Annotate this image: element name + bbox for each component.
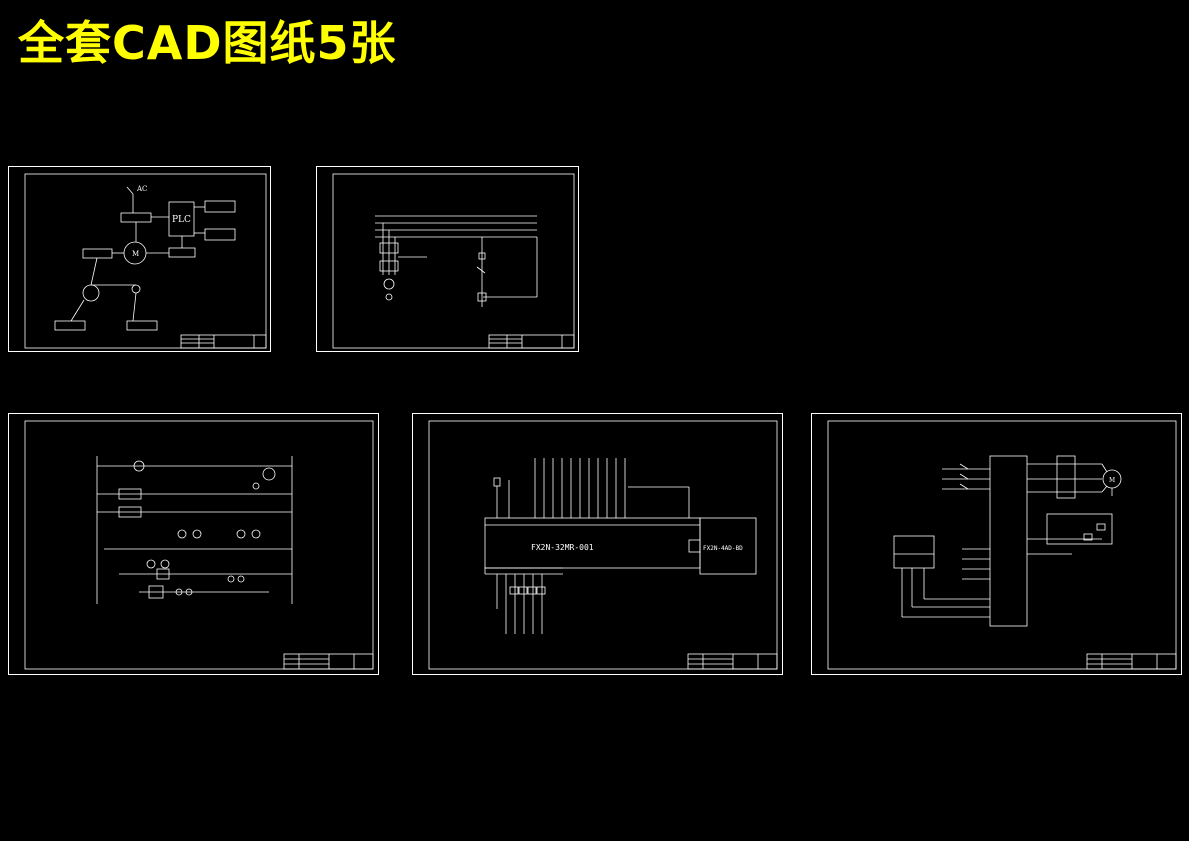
title-block xyxy=(283,653,374,670)
title-block xyxy=(488,334,575,349)
motor-icon xyxy=(383,278,395,290)
title-block xyxy=(1086,653,1177,670)
ac-label: AC xyxy=(136,185,147,193)
motor-label: M xyxy=(1109,477,1115,484)
plc-model-label: FX2N-32MR-001 xyxy=(531,543,594,552)
controller-module xyxy=(893,535,935,569)
inner-frame xyxy=(827,420,1177,670)
sheet-5-drawing: M xyxy=(827,420,1177,670)
sheet-2-drawing xyxy=(332,173,575,349)
sheet-4-drawing: FX2N-32MR-001 FX2N-4AD-BD xyxy=(428,420,778,670)
inner-frame xyxy=(428,420,778,670)
motor-label: M xyxy=(132,250,139,258)
drawing-sheet-1[interactable]: AC PLC M xyxy=(8,166,271,352)
inverter-body xyxy=(989,455,1028,627)
drawing-sheet-4[interactable]: FX2N-32MR-001 FX2N-4AD-BD xyxy=(412,413,783,675)
sheet-1-drawing: AC PLC M xyxy=(24,173,267,349)
sheet-3-drawing xyxy=(24,420,374,670)
title-block xyxy=(180,334,267,349)
drawing-sheet-2[interactable] xyxy=(316,166,579,352)
module-model-label: FX2N-4AD-BD xyxy=(703,545,743,552)
drawing-sheet-3[interactable] xyxy=(8,413,379,675)
plc-label: PLC xyxy=(172,215,191,225)
pulley-right-icon xyxy=(131,284,141,294)
pulley-left-icon xyxy=(82,284,100,302)
inner-frame xyxy=(24,173,267,349)
lamp-icon xyxy=(262,467,276,481)
inner-frame xyxy=(332,173,575,349)
inner-frame xyxy=(24,420,374,670)
drawing-sheet-5[interactable]: M xyxy=(811,413,1182,675)
page-title: 全套CAD图纸5张 xyxy=(18,16,397,70)
title-block xyxy=(687,653,778,670)
